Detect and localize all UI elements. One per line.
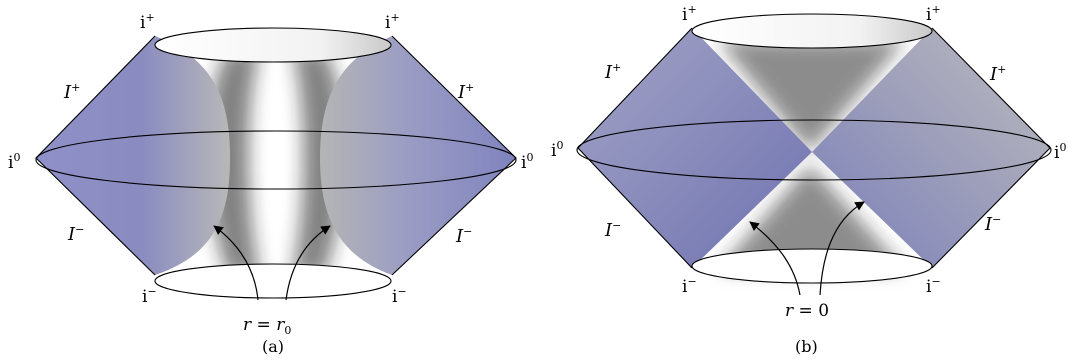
equator-a [35,130,517,190]
i-plus-left-b: i+ [682,3,697,25]
arrow-right-b [819,201,865,296]
arrow-left-b [749,221,801,296]
left-region-a [36,36,230,275]
bottom-cap-b [691,248,933,284]
i-minus-left-b: i− [682,275,697,297]
singularity-label-b: r = 0 [785,301,829,321]
scri-plus-left-b: I+ [604,61,621,83]
scri-minus-right-a: I− [455,225,472,247]
panel-a: i+ i+ i0 i0 i− i− I+ I+ I− I− r = r0 (a) [8,11,533,356]
i-plus-right-b: i+ [926,3,941,25]
scri-plus-right-b: I+ [989,63,1006,85]
top-cap-b [691,13,933,49]
i-minus-right-b: i− [926,275,941,297]
scri-plus-left-a: I+ [63,81,80,103]
equator-b [576,119,1052,181]
i-plus-left-a: i+ [140,11,155,33]
scri-plus-right-a: I+ [457,81,474,103]
scri-minus-right-b: I− [984,213,1001,235]
panel-b: i+ i+ i0 i0 i− i− I+ I+ I− I− r = 0 (b) [551,3,1066,356]
shadow-top-b [718,40,905,152]
i-plus-right-a: i+ [385,11,400,33]
scri-minus-left-a: I− [67,223,84,245]
bottom-cap-a [154,263,392,299]
top-cap-a [154,27,392,63]
caption-a: (a) [262,337,284,356]
arrow-left-a [213,225,259,301]
right-region-a [320,36,516,275]
i-zero-right-b: i0 [1054,141,1066,163]
throat-radius-label-a: r = r0 [243,315,291,337]
arrow-right-a [285,225,331,301]
shadow-bottom-b [718,165,905,270]
i-zero-left-b: i0 [551,139,563,161]
scri-minus-left-b: I− [604,219,621,241]
i-minus-right-a: i− [392,285,407,307]
i-zero-left-a: i0 [8,151,20,173]
i-zero-right-a: i0 [521,151,533,173]
left-region-b [578,28,812,268]
caption-b: (b) [795,337,818,356]
i-minus-left-a: i− [142,285,157,307]
